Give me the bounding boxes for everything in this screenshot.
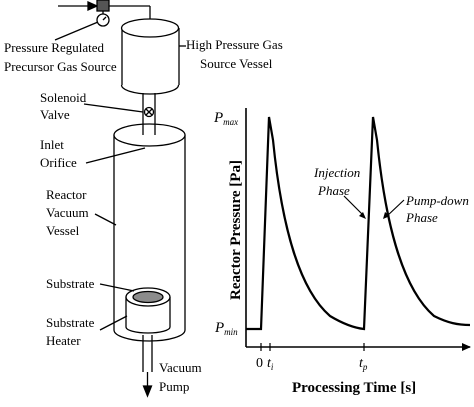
label-reactor-line3: Vessel bbox=[46, 223, 80, 238]
label-valve-line2: Valve bbox=[40, 107, 70, 122]
label-orifice-line1: Inlet bbox=[40, 137, 64, 152]
pressure-plot bbox=[245, 108, 471, 351]
y-tick-pmax: Pmax bbox=[213, 110, 238, 127]
apparatus-schematic bbox=[54, 0, 186, 398]
label-heater-line2: Heater bbox=[46, 333, 81, 348]
annotation-injection-line1: Injection bbox=[313, 165, 360, 180]
plot-labels: Pmax Pmin Reactor Pressure [Pa] 0 ti tp … bbox=[213, 110, 469, 396]
gas-feed-arrowhead bbox=[87, 0, 99, 12]
label-reactor-line1: Reactor bbox=[46, 187, 87, 202]
pump-outlet bbox=[142, 335, 153, 398]
label-substrate: Substrate bbox=[46, 276, 95, 291]
reactor-vessel bbox=[113, 123, 186, 342]
injection-arrowhead bbox=[359, 212, 366, 219]
pumpdown-arrowhead bbox=[383, 212, 390, 219]
gauge-needle bbox=[102, 16, 107, 21]
label-reactor-line2: Vacuum bbox=[46, 205, 89, 220]
label-source-line1: Pressure Regulated bbox=[4, 40, 105, 55]
pressure-curve bbox=[246, 116, 471, 331]
x-tick-zero: 0 bbox=[256, 356, 263, 371]
label-vessel-line2: Source Vessel bbox=[200, 56, 273, 71]
source-vessel bbox=[120, 18, 180, 95]
annotation-pumpdown-line2: Phase bbox=[405, 210, 438, 225]
label-source-line2: Precursor Gas Source bbox=[4, 59, 117, 74]
injection-arrow bbox=[343, 195, 365, 217]
leader-valve bbox=[83, 103, 144, 113]
leader-reactor bbox=[94, 213, 117, 226]
pumpdown-arrow bbox=[385, 199, 405, 218]
leader-orifice bbox=[85, 147, 146, 164]
leader-regulator bbox=[54, 21, 99, 41]
x-tick-ti: ti bbox=[267, 356, 274, 372]
pressure-regulator bbox=[96, 0, 110, 12]
annotation-injection-line2: Phase bbox=[317, 183, 350, 198]
label-valve-line1: Solenoid bbox=[40, 90, 87, 105]
leader-substrate bbox=[99, 283, 135, 292]
leader-heater bbox=[99, 315, 128, 331]
apparatus-labels: Pressure Regulated Precursor Gas Source … bbox=[4, 37, 283, 394]
y-axis-label: Reactor Pressure [Pa] bbox=[228, 160, 244, 300]
annotation-pumpdown-line1: Pump-down bbox=[405, 193, 469, 208]
y-tick-pmin: Pmin bbox=[214, 320, 238, 337]
x-tick-tp: tp bbox=[359, 356, 368, 372]
label-heater-line1: Substrate bbox=[46, 315, 95, 330]
substrate bbox=[132, 290, 164, 304]
label-vessel-line1: High Pressure Gas bbox=[186, 37, 283, 52]
substrate-heater bbox=[125, 287, 171, 334]
x-axis-label: Processing Time [s] bbox=[292, 380, 416, 396]
label-pump-line2: Pump bbox=[159, 379, 189, 394]
label-pump-line1: Vacuum bbox=[159, 360, 202, 375]
label-orifice-line2: Orifice bbox=[40, 155, 77, 170]
x-axis-arrowhead bbox=[462, 343, 471, 351]
